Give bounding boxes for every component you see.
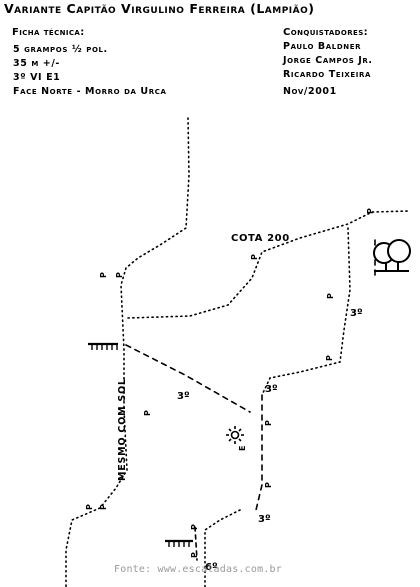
climber-name: Paulo Baldner [283,41,362,52]
bolt-marker: P [99,272,108,278]
bolt-marker: P [99,504,108,510]
ledge-icon [88,342,118,350]
route-pitch-lower-dashed-line [194,526,198,561]
tree-icon [373,239,411,272]
bolt-marker: P [85,504,94,510]
tech-sheet-line: 3º VI E1 [13,72,61,83]
source-credit: Fonte: www.escaladas.com.br [114,564,282,575]
bolt-marker: P [190,552,199,558]
bolt-marker: P [326,293,335,299]
tech-sheet-line: 35 m +/- [13,58,60,69]
ledge-icon [165,539,193,547]
tech-sheet-line: 5 grampos ½ pol. [13,44,108,55]
grade-label: 6º [205,562,218,573]
left-rock-edge [65,117,190,587]
crux-marker: E [238,446,247,451]
bolt-marker: P [115,272,124,278]
bolt-marker: P [143,410,152,416]
grade-label: 3º [258,514,271,525]
grade-label: 3º [350,308,363,319]
bolt-marker: P [264,482,273,488]
cota-label: COTA 200 [231,233,290,244]
grade-label: 3º [265,384,278,395]
bolt-marker: P [250,254,259,260]
tech-sheet-heading: Ficha técnica: [12,27,85,38]
climber-name: Jorge Campos Jr. [283,55,373,66]
climb-date: Nov/2001 [283,86,337,97]
mesmo-com-sol-label: MESMO COM SOL [117,378,128,481]
bolt-marker: P [366,208,375,214]
lower-rock-edge [204,509,241,587]
climbers-heading: Conquistadores: [283,27,369,38]
bolt-marker: P [264,420,273,426]
right-rock-edge [261,227,351,396]
bolt-marker: P [325,355,334,361]
page-title: Variante Capitão Virgulino Ferreira (Lam… [4,1,315,16]
route-variant-dashed-line [125,344,251,413]
route-main-dashed-line [255,394,263,511]
bolt-marker: P [190,524,199,530]
ledge-dotted-line [127,210,411,319]
sun-icon [226,426,244,444]
tech-sheet-line: Face Norte - Morro da Urca [13,86,167,97]
grade-label: 3º [177,391,190,402]
climber-name: Ricardo Teixeira [283,69,371,80]
